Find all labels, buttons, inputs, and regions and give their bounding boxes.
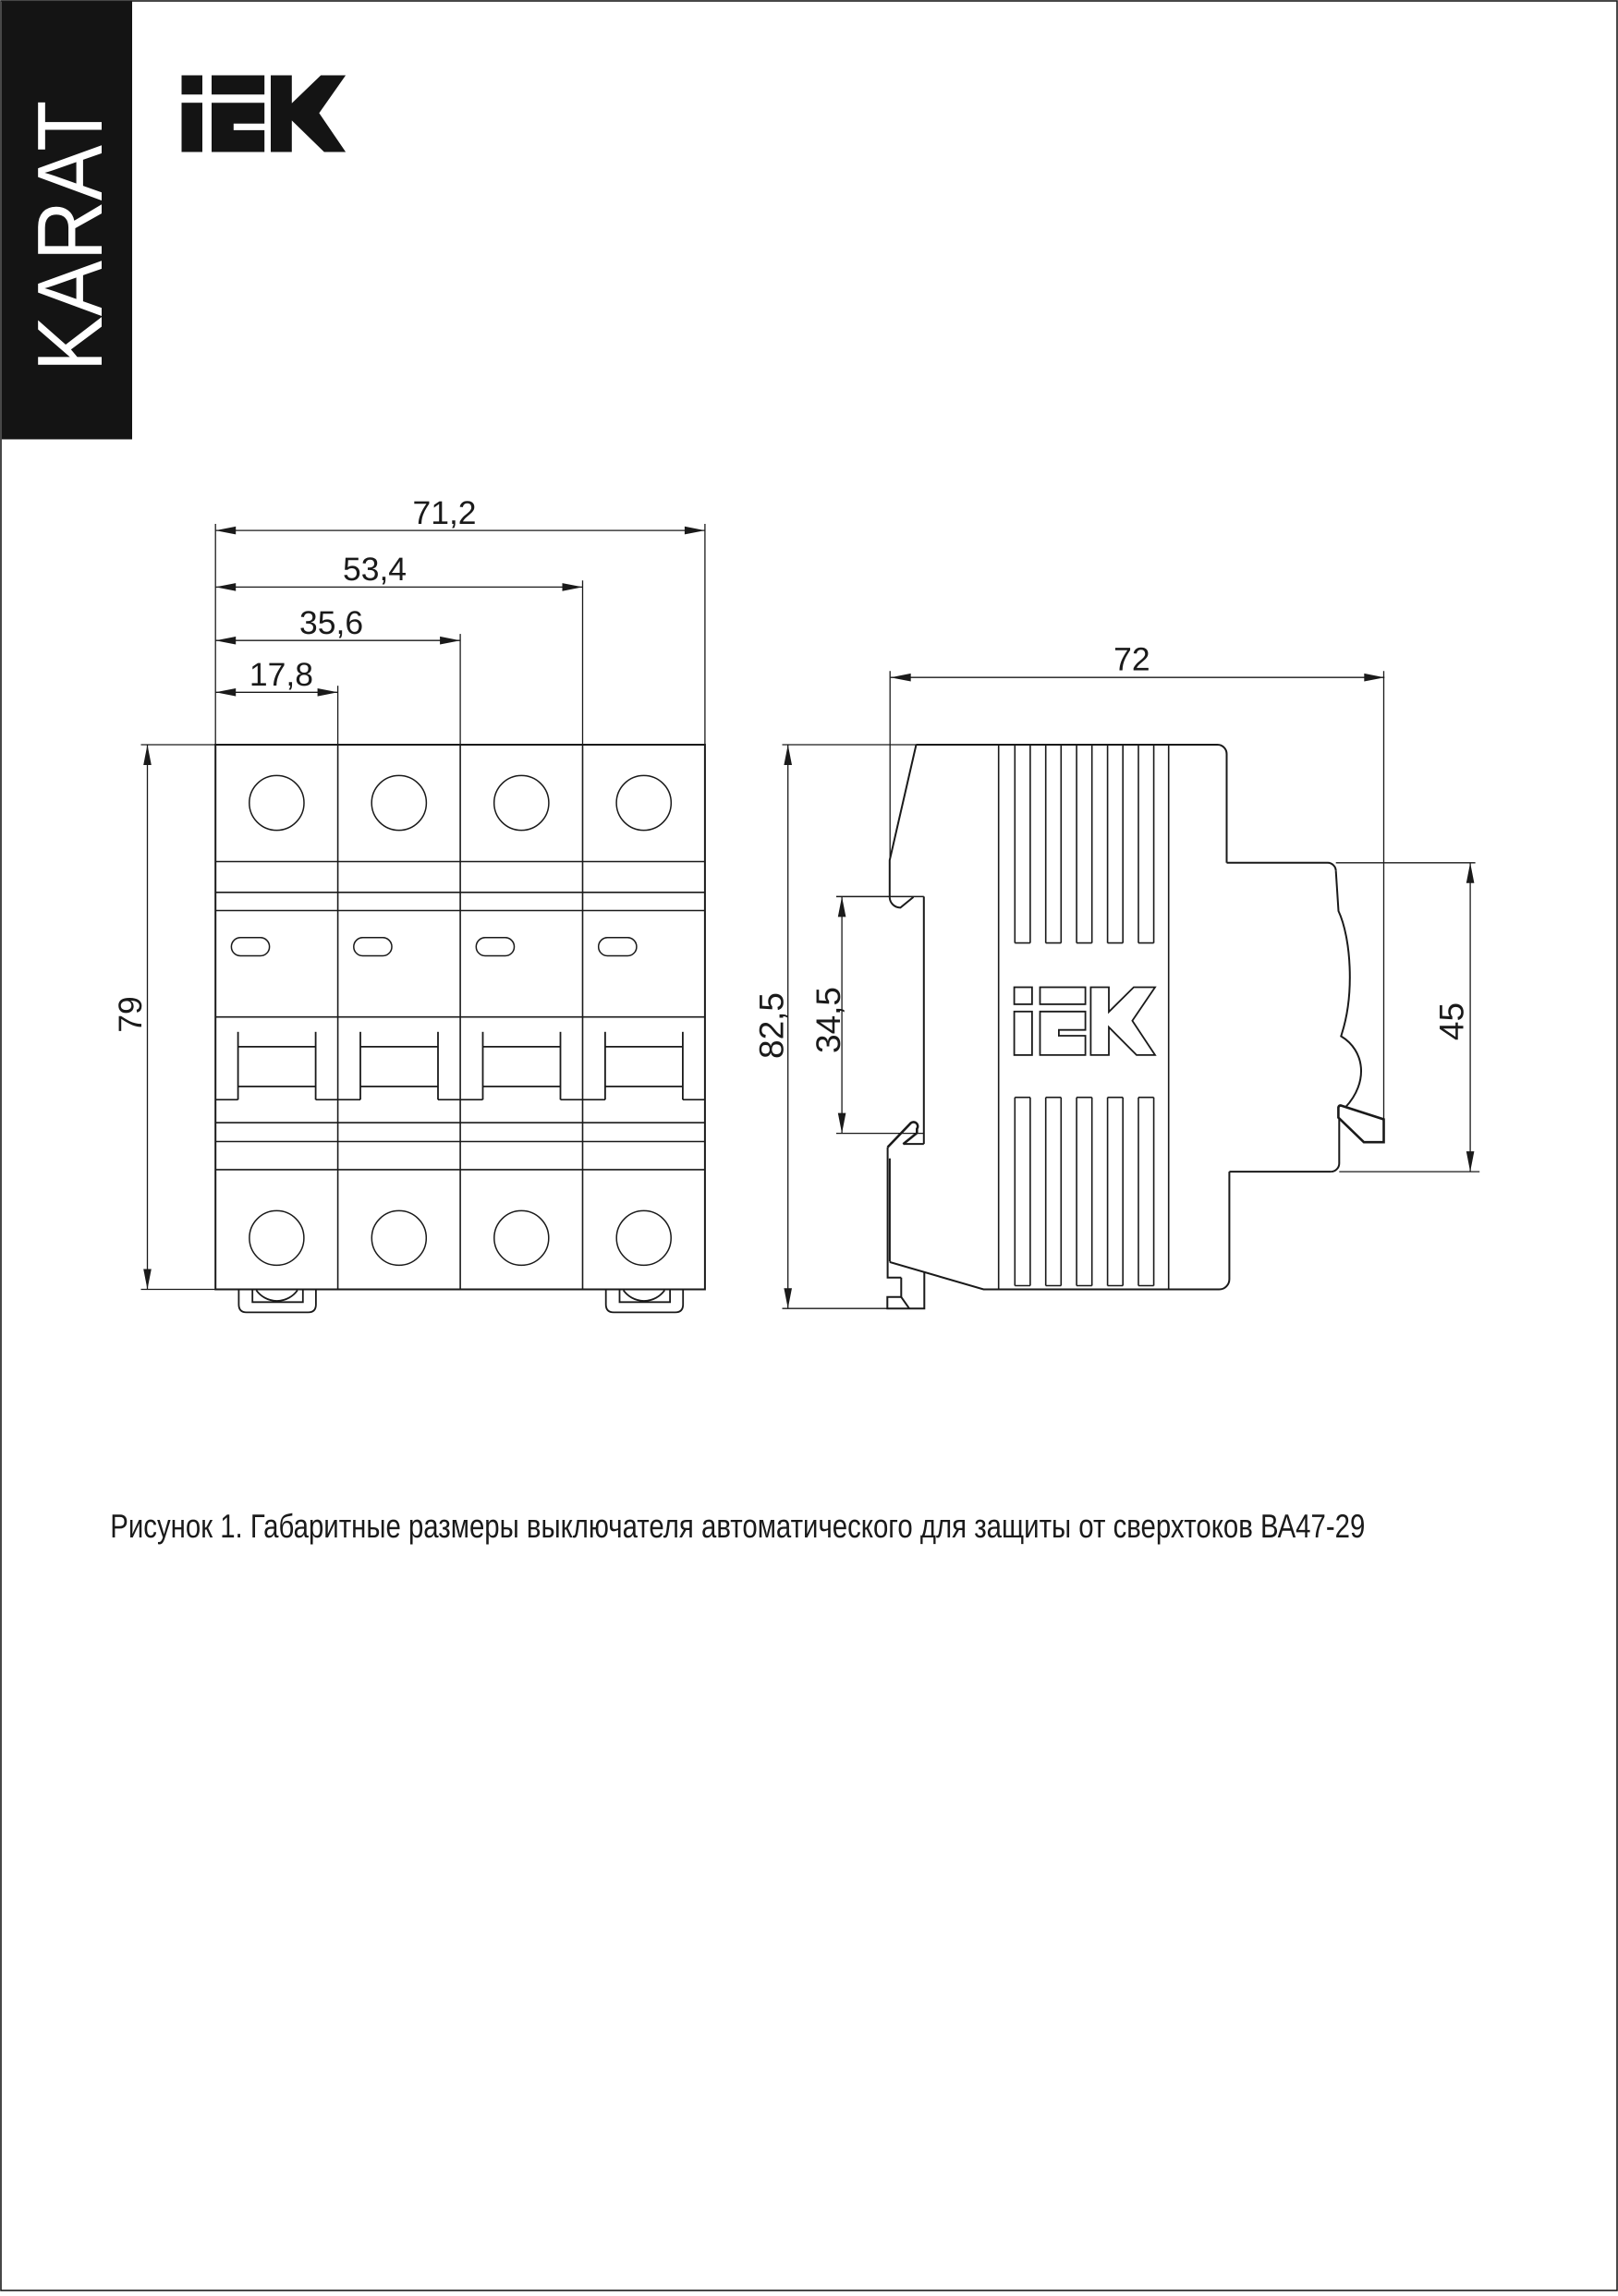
svg-text:45: 45 — [1433, 1002, 1471, 1040]
svg-text:KARAT: KARAT — [18, 101, 122, 371]
svg-text:72: 72 — [1113, 641, 1150, 678]
svg-text:Рисунок 1. Габаритные размеры: Рисунок 1. Габаритные размеры выключател… — [110, 1507, 1365, 1545]
svg-text:79: 79 — [112, 996, 149, 1033]
svg-text:17,8: 17,8 — [249, 656, 313, 693]
svg-text:53,4: 53,4 — [343, 551, 407, 588]
svg-text:71,2: 71,2 — [412, 494, 476, 531]
svg-text:82,5: 82,5 — [753, 992, 791, 1059]
svg-text:35,6: 35,6 — [299, 604, 363, 641]
svg-text:34,5: 34,5 — [809, 987, 847, 1053]
